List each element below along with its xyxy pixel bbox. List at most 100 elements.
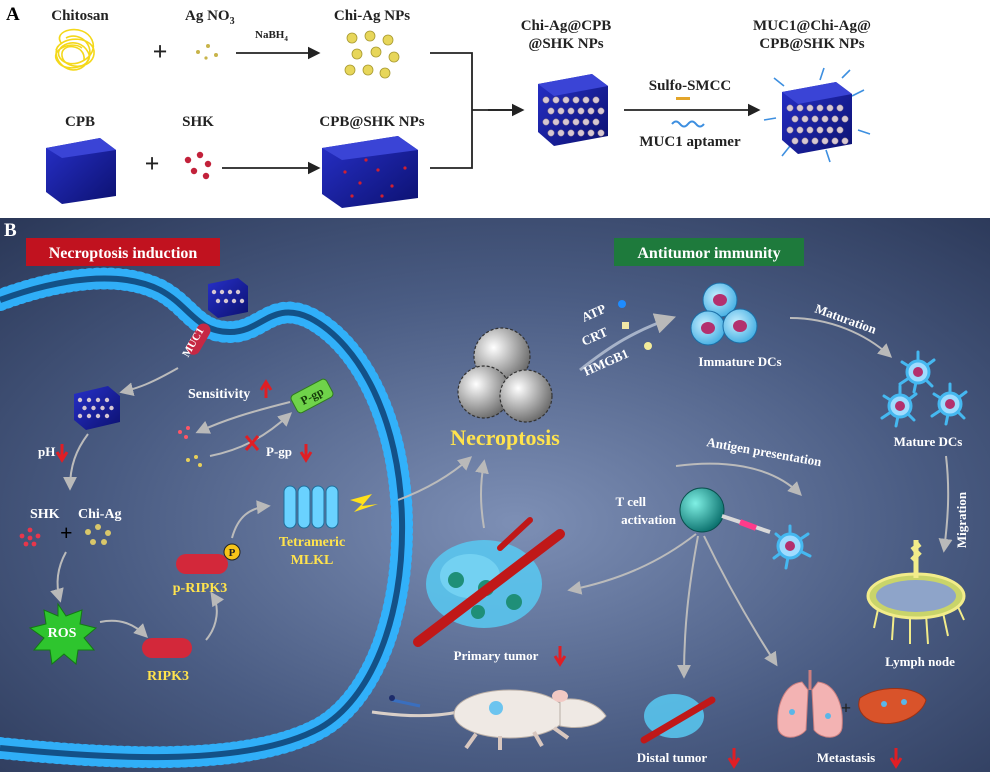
- cell-death-arrow: [397, 456, 473, 501]
- ripk3-icon: [142, 638, 192, 658]
- migration-arrow: [938, 455, 953, 553]
- mlkl-tetramer-icon: [283, 485, 339, 529]
- primary-tumor-attack-arrow: [567, 533, 697, 595]
- chi-ag-release-icon: [85, 524, 111, 545]
- phosphate-icon: [223, 543, 241, 561]
- maturation-arrow: [789, 317, 893, 358]
- necroptotic-cells-icon: [457, 327, 553, 423]
- chi-ag-nps-label: Chi-Ag NPs: [334, 8, 410, 24]
- silver-ions-icon: [196, 44, 218, 60]
- t-cell-icon: [679, 487, 725, 533]
- cpb-shk-cube-icon: [322, 136, 418, 208]
- metastasis-down-arrow-icon: [889, 748, 903, 769]
- metastasis-attack-arrow: [703, 535, 778, 667]
- lungs-icon: [777, 670, 843, 738]
- mouse-model-icon: [371, 689, 607, 750]
- efflux-drug-icon: [178, 426, 190, 439]
- mhc-complex-icon: [738, 519, 758, 531]
- chitosan-tangle-icon: [54, 28, 95, 71]
- ph-down-arrow-icon: [55, 444, 69, 463]
- shk-molecules-icon: [184, 151, 212, 180]
- sulfo-smcc-label: Sulfo-SMCC: [649, 78, 732, 94]
- atp-icon: [618, 300, 626, 308]
- distal-tumor-icon: [640, 694, 716, 744]
- cpb-shk-nps-label: CPB@SHK NPs: [319, 114, 424, 130]
- immature-dcs-label: Immature DCs: [698, 354, 781, 369]
- phosphorylation-arrow: [205, 591, 225, 641]
- retained-drug-icon: [186, 455, 202, 467]
- muc1-receptor-icon: [186, 323, 211, 355]
- chi-ag-cpb-shk-particle-icon: [538, 74, 608, 146]
- sensitivity-up-arrow-icon: [259, 379, 273, 398]
- aptamer-strand-icon: [671, 120, 705, 128]
- nabh4-label: NaBH4: [255, 29, 288, 43]
- chitosan-label: Chitosan: [51, 8, 109, 24]
- primary-tumor-label: Primary tumor: [454, 648, 539, 663]
- pgp-down-arrow-icon: [299, 444, 313, 463]
- antitumor-immunity-label: Antitumor immunity: [637, 245, 780, 262]
- distal-tumor-attack-arrow: [677, 535, 699, 679]
- plus-sign-b2: +: [841, 698, 851, 718]
- distal-tumor-label: Distal tumor: [637, 750, 708, 765]
- membrane-core: [0, 275, 406, 761]
- necroptosis-induction-label: Necroptosis induction: [49, 245, 198, 262]
- plus-sign-a1: +: [153, 37, 168, 66]
- ros-label: ROS: [48, 626, 77, 641]
- release-arrow: [63, 433, 89, 491]
- mlkl-label: MLKL: [291, 553, 334, 568]
- shk-label-b: SHK: [30, 507, 60, 522]
- sensitivity-label: Sensitivity: [188, 387, 250, 402]
- lymph-node-label: Lymph node: [885, 654, 955, 669]
- damp-release-arrow: [579, 313, 676, 372]
- shk-release-icon: [19, 527, 41, 547]
- chi-ag-cpb-label-line2: @SHK NPs: [528, 36, 603, 52]
- ros-arrow: [50, 551, 67, 603]
- primary-tumor-down-arrow-icon: [553, 646, 567, 667]
- necroptosis-label: Necroptosis: [450, 425, 560, 450]
- t-cell-label-line2: activation: [621, 512, 677, 527]
- plus-sign-b1: +: [60, 520, 73, 545]
- membrane-rupture-icon: [350, 494, 378, 512]
- chi-ag-label-b: Chi-Ag: [78, 507, 122, 522]
- muc1-nanoparticle-icon: [763, 67, 871, 163]
- tumor-death-arrow: [475, 459, 489, 529]
- ros-burst-icon: [28, 602, 98, 665]
- oligomerization-arrow: [231, 500, 271, 539]
- presenting-dc-icon: [772, 524, 812, 570]
- p-ripk3-label: p-RIPK3: [173, 581, 227, 596]
- panel-b-background: [0, 218, 990, 772]
- panel-a-letter: A: [6, 4, 20, 25]
- shk-label-a: SHK: [182, 114, 214, 130]
- metastasis-label: Metastasis: [817, 750, 876, 765]
- migration-label: Migration: [954, 491, 969, 548]
- plus-sign-a2: +: [145, 149, 160, 178]
- endocytosis-arrow: [119, 367, 179, 397]
- liver-icon: [858, 687, 927, 724]
- tetrameric-label: Tetrameric: [279, 535, 345, 550]
- muc1-aptamer-label: MUC1 aptamer: [639, 134, 741, 150]
- crt-icon: [622, 322, 629, 329]
- efflux-arrow: [195, 401, 291, 434]
- chi-ag-nanoparticles-icon: [344, 30, 400, 79]
- distal-tumor-down-arrow-icon: [727, 748, 741, 769]
- panel-a: A Chitosan + Ag NO3 NaBH4 Chi-Ag NPs CPB…: [0, 0, 990, 218]
- agno3-label: Ag NO3: [185, 8, 235, 27]
- muc1-np-label-line1: MUC1@Chi-Ag@: [753, 18, 871, 34]
- chi-ag-cpb-label-line1: Chi-Ag@CPB: [521, 18, 612, 34]
- hmgb1-icon: [644, 342, 652, 350]
- immature-dcs-icon: [690, 282, 758, 346]
- t-cell-label-line1: T cell: [616, 494, 647, 509]
- panel-b-letter: B: [4, 220, 17, 241]
- muc1-np-label-line2: CPB@SHK NPs: [759, 36, 864, 52]
- internalized-nanoparticle-icon: [74, 386, 120, 430]
- phosphate-label: P: [229, 547, 236, 559]
- primary-tumor-icon: [413, 517, 565, 647]
- cpb-cube-icon: [46, 138, 116, 204]
- necroptosis-induction-header: [26, 238, 220, 266]
- nanoparticle-binding-icon: [208, 278, 248, 318]
- ros-to-ripk3-arrow: [99, 619, 148, 638]
- antigen-presentation-arrow: [675, 462, 802, 496]
- ph-label: pH: [38, 444, 55, 459]
- p-gp-pump-icon: [290, 378, 334, 414]
- cpb-label: CPB: [65, 114, 95, 130]
